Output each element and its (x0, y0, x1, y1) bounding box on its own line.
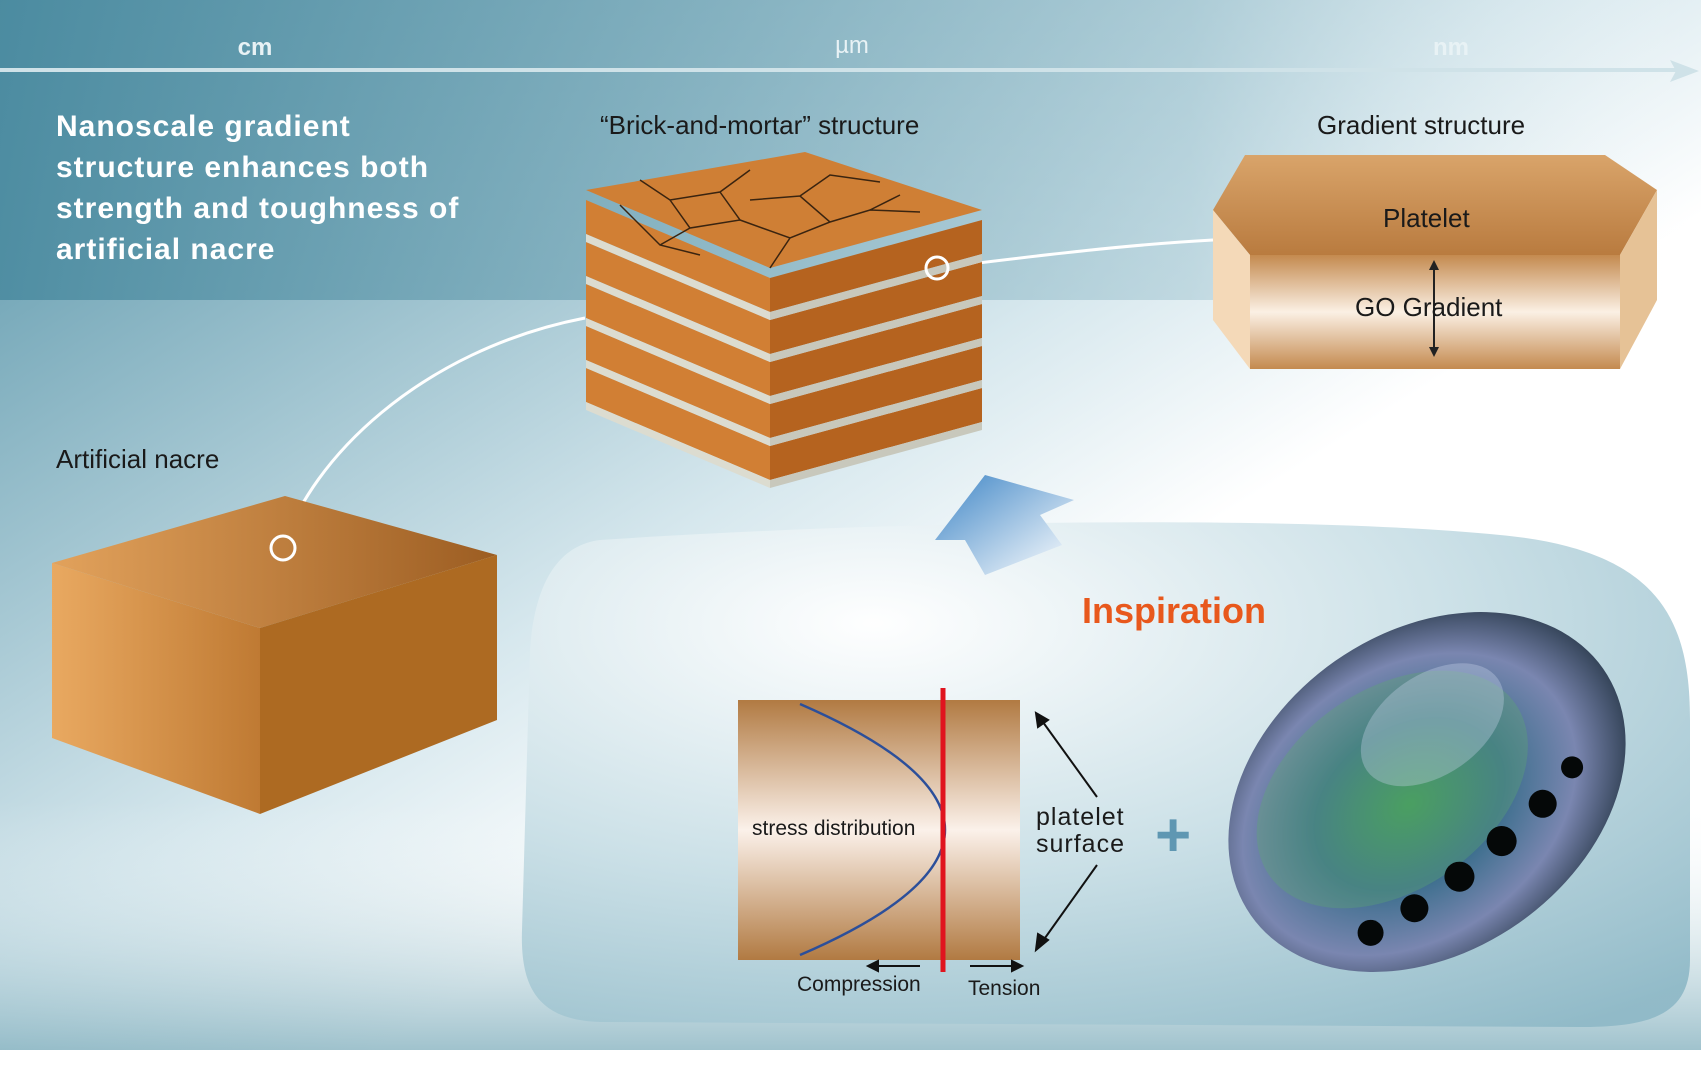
brick-layer (770, 254, 982, 320)
brick-layer (770, 388, 982, 480)
brick-layer (586, 402, 770, 488)
brick-layer (586, 368, 770, 480)
scale-label-um: µm (835, 32, 869, 59)
brick-layer (586, 318, 770, 404)
brick-layer (586, 326, 770, 438)
gradient-structure-label: Gradient structure (1317, 110, 1526, 140)
brick-layer (770, 304, 982, 396)
headline: Nanoscale gradient structure enhances bo… (56, 110, 460, 266)
brick-layer (586, 284, 770, 396)
brick-layer (770, 296, 982, 362)
abalone-shell-image (1228, 612, 1626, 972)
brick-and-mortar-block (586, 152, 982, 488)
platelet-label: Platelet (1383, 203, 1470, 233)
platelet-surface-label-1: platelet (1036, 803, 1125, 831)
inspiration-label: Inspiration (1082, 590, 1267, 631)
compression-label: Compression (797, 973, 921, 996)
artificial-nacre-cube (52, 496, 497, 814)
scale-label-nm: nm (1433, 34, 1469, 61)
brick-layer (586, 276, 770, 362)
brick-layer (586, 360, 770, 446)
brick-layer (586, 200, 770, 312)
brick-layer (586, 242, 770, 354)
platelet-surface-label-2: surface (1036, 830, 1125, 858)
go-gradient-label: GO Gradient (1355, 292, 1503, 322)
up-arrow (935, 475, 1074, 575)
brick-layer (770, 380, 982, 446)
brick-layer (770, 262, 982, 354)
stress-distribution-label: stress distribution (752, 817, 916, 840)
stress-distribution-box (738, 688, 1098, 973)
gradient-structure-slab (1213, 155, 1657, 369)
brick-layer (770, 422, 982, 488)
artificial-nacre-label: Artificial nacre (56, 444, 220, 474)
scale-label-cm: cm (237, 34, 273, 61)
brick-mortar-label: “Brick-and-mortar” structure (600, 110, 920, 140)
brick-layer (770, 346, 982, 438)
tension-label: Tension (968, 977, 1041, 1000)
brick-layer (770, 220, 982, 312)
brick-layer (586, 234, 770, 320)
brick-layer (770, 338, 982, 404)
plus-sign: + (1155, 801, 1192, 870)
